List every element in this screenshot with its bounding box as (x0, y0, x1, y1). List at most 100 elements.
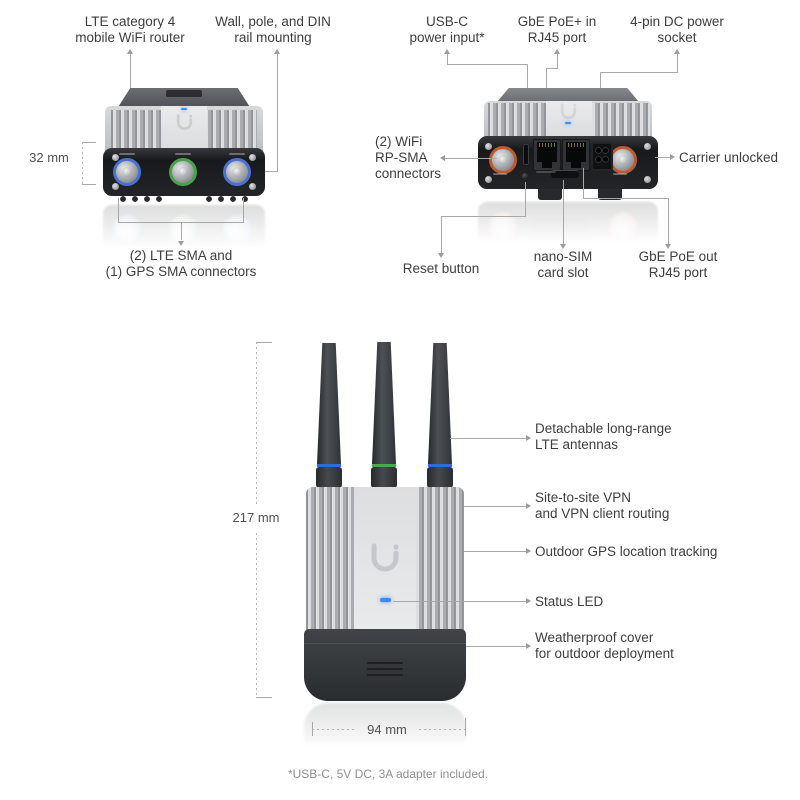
antenna-band-blue (428, 464, 452, 467)
label-vpn: Site-to-site VPN and VPN client routing (535, 490, 670, 521)
port-label-marking (229, 153, 245, 155)
label-mounting: Wall, pole, and DIN rail mounting (215, 14, 331, 45)
label-antennas: Detachable long-range LTE antennas (535, 421, 672, 452)
vent-slot (367, 668, 403, 670)
callout-arrow-led (526, 597, 531, 604)
heatsink-fins-left (488, 103, 548, 140)
vent-slot (367, 674, 403, 676)
status-led-front (181, 108, 187, 110)
heatsink-fins-left (306, 487, 356, 630)
label-sma-connectors: (2) LTE SMA and (1) GPS SMA connectors (105, 248, 257, 279)
ubiquiti-u-logo-watermark (560, 103, 577, 120)
callout-line-reset-h (441, 216, 526, 217)
port-label-marking (119, 153, 135, 155)
usbc-port (523, 144, 529, 165)
label-poe-out: GbE PoE out RJ45 port (638, 249, 718, 280)
callout-arrow-usbc (443, 49, 450, 54)
callout-line-poe-in-v1 (557, 54, 558, 68)
callout-line-poe-in-h (546, 68, 558, 69)
dimension-94mm-line-left (312, 729, 356, 730)
callout-arrow-poe-out (664, 244, 671, 249)
screw (485, 143, 492, 150)
reset-button (522, 173, 528, 179)
callout-line-lte-router (130, 54, 131, 90)
label-wifi-sma: (2) WiFi RP-SMA connectors (375, 134, 442, 181)
mounting-bumps-right (203, 196, 251, 203)
callout-line-dc-v1 (677, 54, 678, 72)
dimension-94mm-line-right (419, 729, 465, 730)
label-dc-socket: 4-pin DC power socket (630, 14, 724, 45)
wifi-rp-sma-connector-right (609, 146, 637, 174)
device-rear-face (546, 101, 592, 141)
heatsink-fins-right (203, 110, 257, 150)
callout-line-reset-v2 (441, 216, 442, 253)
dimension-32mm-tick-bottom (82, 184, 96, 185)
callout-line-sim (563, 180, 564, 244)
bracket-left (118, 198, 119, 223)
status-led-rear (565, 122, 571, 124)
antenna-band-blue (317, 464, 341, 467)
callout-arrow-sma (177, 241, 184, 246)
callout-line-reset-v1 (525, 182, 526, 216)
lte-sma-connector-left (113, 158, 141, 186)
weatherproof-cover (304, 629, 466, 701)
dimension-217mm: 217 mm (232, 510, 280, 525)
callout-line-poe-out-v2 (668, 198, 669, 244)
antenna-base (316, 467, 342, 488)
gps-sma-connector (169, 158, 197, 186)
port-label-marking (175, 153, 191, 155)
screw (112, 154, 119, 161)
label-poe-in: GbE PoE+ in RJ45 port (517, 14, 597, 45)
screw (644, 143, 651, 150)
dimension-217mm-tick-top (256, 342, 272, 343)
callout-line-wifi-sma (445, 158, 497, 159)
dimension-217mm-tick-bottom (256, 697, 272, 698)
callout-line-poe-out-h (583, 198, 669, 199)
status-led (380, 598, 391, 602)
label-usbc: USB-C power input* (409, 14, 485, 45)
lte-antenna-center (372, 342, 396, 464)
port-label-marking (613, 173, 627, 175)
dimension-32mm: 32 mm (29, 150, 69, 165)
heatsink-fins-left (111, 110, 165, 150)
heatsink-fins-right (414, 487, 464, 630)
callout-line-led (393, 601, 526, 602)
label-cover: Weatherproof cover for outdoor deploymen… (535, 630, 674, 661)
heatsink-fins-right (590, 103, 650, 140)
antenna-band-green (372, 464, 396, 467)
device-rear-view (476, 88, 660, 250)
callout-arrow-wifi-sma (440, 154, 445, 161)
device-front-view (101, 88, 267, 255)
reflection-fade (300, 703, 470, 761)
nano-sim-slot (551, 170, 579, 178)
vent-slot (367, 662, 403, 664)
port-label-marking (536, 171, 556, 173)
callout-line-vpn (464, 506, 526, 507)
label-led: Status LED (535, 594, 604, 609)
callout-line-carrier (655, 157, 670, 158)
label-sim: nano-SIM card slot (533, 249, 593, 280)
callout-arrow-vpn (526, 502, 531, 509)
mounting-bumps-left (117, 196, 165, 203)
antenna-base (371, 467, 397, 488)
screw (644, 176, 651, 183)
antenna-base (427, 467, 453, 488)
label-gps: Outdoor GPS location tracking (535, 544, 718, 559)
dimension-217mm-line-upper (256, 342, 257, 504)
cover-seam (304, 643, 466, 644)
label-reset: Reset button (402, 261, 480, 276)
callout-line-poe-out-v1 (583, 168, 584, 198)
callout-line-antennas (450, 438, 526, 439)
screw (249, 154, 256, 161)
device-main-face (354, 487, 416, 630)
callout-line-usbc-h (447, 64, 528, 65)
device-front-faceplate (103, 148, 265, 196)
reflection-fade (476, 202, 660, 250)
bracket-stem (181, 222, 182, 240)
footnote: *USB-C, 5V DC, 3A adapter included. (287, 767, 489, 781)
rj45-poe-in-port (533, 139, 561, 171)
dimension-94mm-tick-right (465, 718, 466, 736)
callout-arrow-cover (526, 642, 531, 649)
callout-line-dc-h (600, 72, 678, 73)
